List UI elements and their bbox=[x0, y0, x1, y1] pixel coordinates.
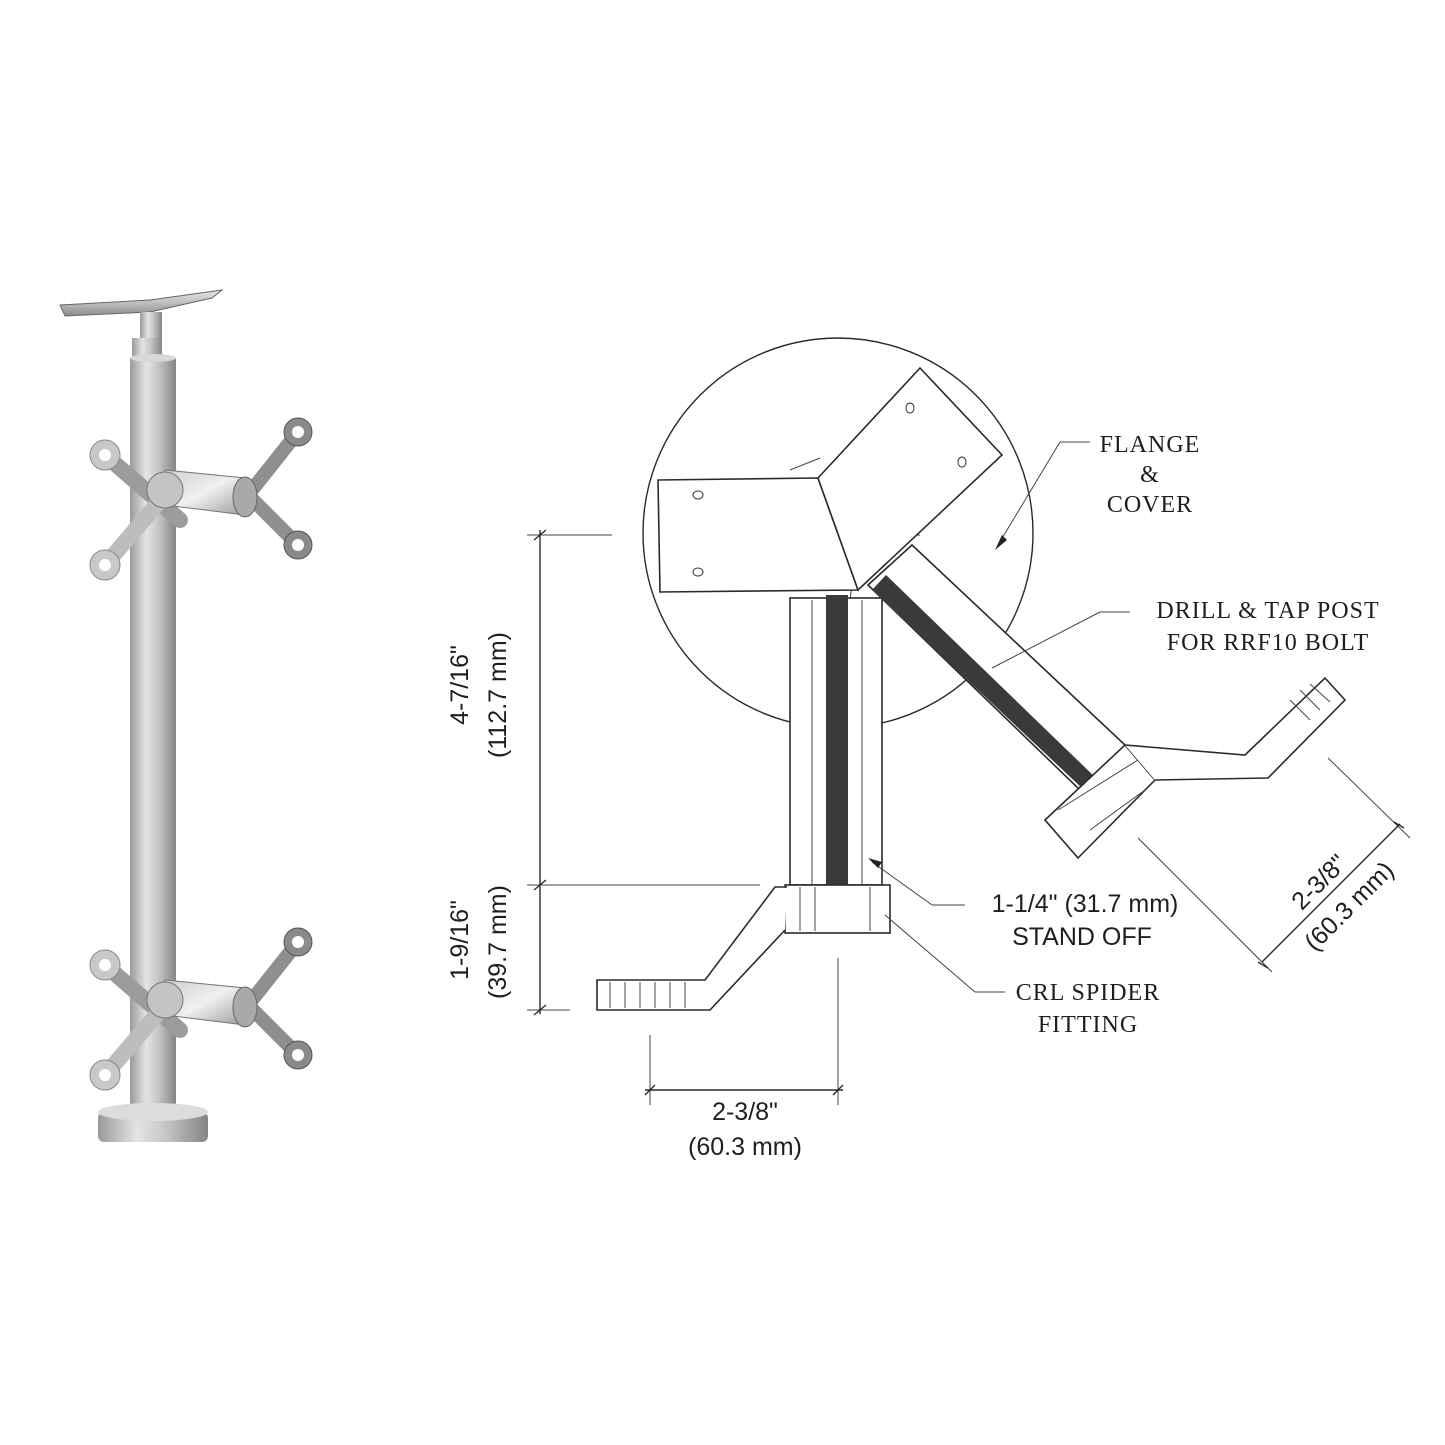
height-dimension-lines bbox=[527, 529, 760, 1016]
spider-label-line1: CRL SPIDER bbox=[1016, 980, 1160, 1006]
height-lower-mm: (39.7 mm) bbox=[484, 885, 512, 999]
vertical-bolt bbox=[826, 595, 848, 885]
right-width-dimension bbox=[1137, 757, 1411, 973]
leader-lines bbox=[868, 441, 1130, 993]
standoff-label-line2: STAND OFF bbox=[1012, 923, 1152, 951]
bottom-spider-arm bbox=[596, 884, 891, 1011]
flange-plate bbox=[657, 366, 1004, 593]
technical-drawing: FLANGE & COVER DRILL & TAP POST FOR RRF1… bbox=[446, 337, 1411, 1161]
flange-label-line3: COVER bbox=[1107, 492, 1193, 518]
post-illustration bbox=[59, 289, 313, 1142]
height-upper-inches: 4-7/16" bbox=[446, 645, 474, 725]
bottom-width-dimension bbox=[644, 958, 844, 1105]
drill-label-line1: DRILL & TAP POST bbox=[1156, 598, 1379, 624]
arm-bottom-inches: 2-3/8" bbox=[712, 1098, 778, 1126]
standoff-label-line1: 1-1/4" (31.7 mm) bbox=[992, 890, 1179, 918]
drill-label-line2: FOR RRF10 BOLT bbox=[1167, 630, 1370, 656]
vertical-standoff bbox=[789, 595, 883, 886]
base-flange bbox=[98, 1103, 208, 1142]
lower-spider-fitting bbox=[89, 927, 313, 1091]
right-spider-arm bbox=[1124, 676, 1347, 781]
height-upper-mm: (112.7 mm) bbox=[484, 632, 512, 758]
height-lower-inches: 1-9/16" bbox=[446, 900, 474, 980]
handrail-saddle bbox=[59, 289, 224, 360]
flange-label-line2: & bbox=[1140, 462, 1160, 488]
flange-label-line1: FLANGE bbox=[1100, 432, 1201, 458]
angled-standoff bbox=[866, 543, 1157, 860]
upper-spider-fitting bbox=[89, 417, 313, 581]
arm-bottom-mm: (60.3 mm) bbox=[688, 1133, 802, 1161]
spider-label-line2: FITTING bbox=[1038, 1012, 1138, 1038]
